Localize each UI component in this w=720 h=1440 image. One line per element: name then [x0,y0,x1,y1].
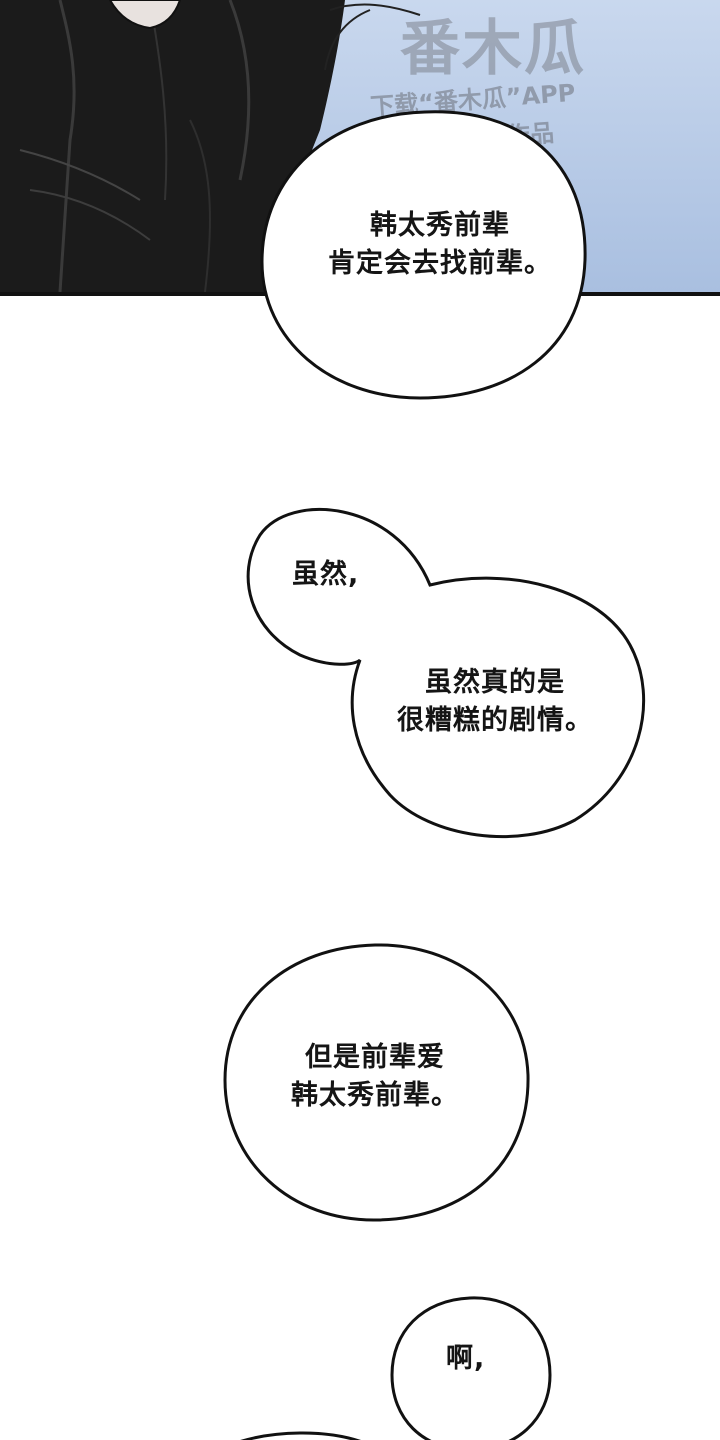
dialogue-line: 虽然, [292,559,360,590]
dialogue-line: 韩太秀前辈 [370,210,510,241]
dialogue-line: 韩太秀前辈。 [291,1080,459,1111]
speech-bubble-2b-text: 虽然真的是 很糟糕的剧情。 [375,664,615,740]
dialogue-line: 啊, [446,1343,486,1374]
speech-bubble-2a-text: 虽然, [292,556,359,594]
dialogue-line: 但是前辈爱 [305,1042,445,1073]
speech-bubble-partial [240,1431,361,1440]
dialogue-line: 很糟糕的剧情。 [397,705,593,736]
speech-bubble-3-text: 但是前辈爱 韩太秀前辈。 [265,1039,485,1115]
dialogue-line: 肯定会去找前辈。 [328,248,552,279]
speech-bubble-1-text: 韩太秀前辈 肯定会去找前辈。 [290,207,590,283]
speech-bubble-4-text: 啊, [446,1340,485,1378]
dialogue-line: 虽然真的是 [425,667,565,698]
